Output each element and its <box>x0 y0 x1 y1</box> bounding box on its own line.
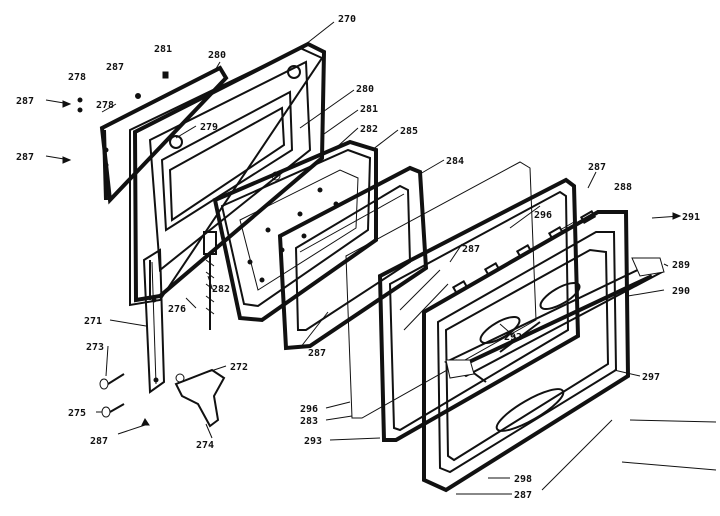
label-287-e: 287 <box>462 244 480 255</box>
label-281: 281 <box>360 104 378 115</box>
label-279: 279 <box>200 122 218 133</box>
part-278-clips <box>77 71 169 113</box>
label-287-c: 287 <box>16 152 34 163</box>
label-287-a: 287 <box>106 62 124 73</box>
label-271: 271 <box>84 316 102 327</box>
label-297: 297 <box>642 372 660 383</box>
part-283-glass-pane <box>345 161 537 419</box>
label-272: 272 <box>230 362 248 373</box>
part-289-290-handle <box>444 257 665 379</box>
part-280-rear-gasket <box>99 65 229 205</box>
label-284: 284 <box>446 156 464 167</box>
label-280-top: 280 <box>208 50 226 61</box>
label-282-b: 282 <box>212 284 230 295</box>
label-273: 273 <box>86 342 104 353</box>
label-296-mid: 296 <box>534 210 552 221</box>
part-270-rear-frame <box>129 41 327 307</box>
label-287-d: 287 <box>588 162 606 173</box>
label-287-f: 287 <box>308 348 326 359</box>
part-293-glass-frame <box>377 177 581 442</box>
label-283: 283 <box>300 416 318 427</box>
label-287-h: 287 <box>514 490 532 501</box>
label-287-g: 287 <box>90 436 108 447</box>
label-287-b: 287 <box>16 96 34 107</box>
part-288-front-door <box>422 210 631 493</box>
label-281-top: 281 <box>154 44 172 55</box>
label-274: 274 <box>196 440 214 451</box>
label-288: 288 <box>614 182 632 193</box>
label-270: 270 <box>338 14 356 25</box>
part-273-screw <box>99 373 125 390</box>
label-291: 291 <box>682 212 700 223</box>
leader-lines <box>45 21 717 495</box>
label-296-bot: 296 <box>300 404 318 415</box>
part-272-274-latch <box>174 368 226 428</box>
label-278-a: 278 <box>68 72 86 83</box>
label-278-b: 278 <box>96 100 114 111</box>
label-293: 293 <box>304 436 322 447</box>
label-276: 276 <box>168 304 186 315</box>
label-285: 285 <box>400 126 418 137</box>
label-275: 275 <box>68 408 86 419</box>
label-280: 280 <box>356 84 374 95</box>
label-289: 289 <box>672 260 690 271</box>
part-275-pin <box>101 403 125 418</box>
part-labels: 270 287 281 280 278 287 278 287 279 280 … <box>16 14 700 501</box>
label-292: 292 <box>504 332 522 343</box>
part-271-hinge <box>142 231 217 394</box>
label-282: 282 <box>360 124 378 135</box>
label-298: 298 <box>514 474 532 485</box>
label-290: 290 <box>672 286 690 297</box>
